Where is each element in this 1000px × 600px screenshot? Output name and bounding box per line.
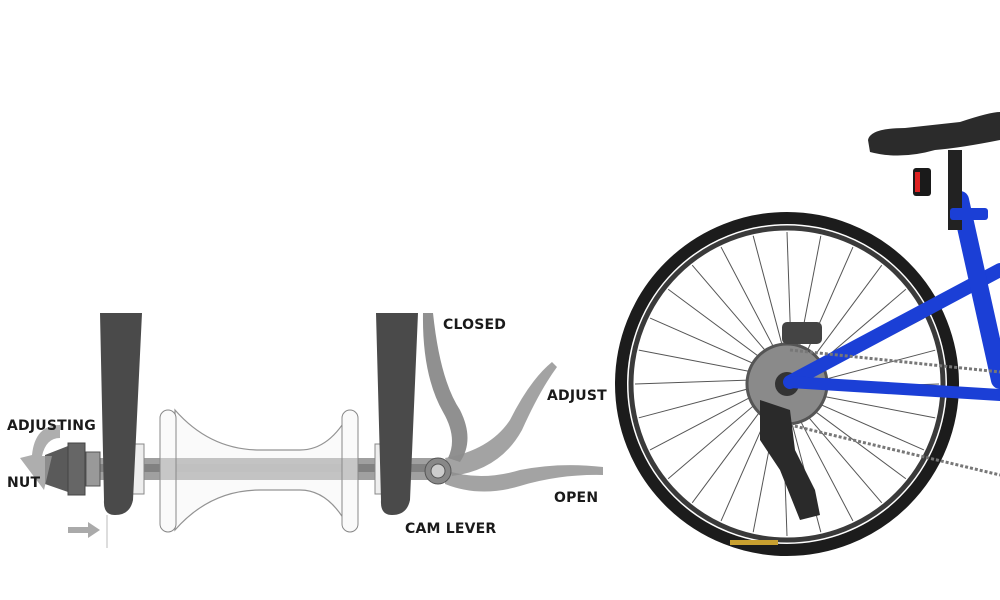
disc-brake-caliper: [782, 322, 822, 344]
bike-frame: [783, 191, 1000, 401]
fork-dropout-left: [100, 313, 142, 515]
chain: [789, 348, 1000, 374]
rotation-arrow-icon: [20, 425, 60, 490]
label-adjusting-nut-line1: ADJUSTING: [7, 418, 96, 434]
cam-lever-closed: [422, 313, 468, 462]
fork-dropout-right: [376, 313, 418, 515]
label-closed: CLOSED: [443, 317, 507, 333]
cam-lever-open: [445, 465, 603, 492]
bicycle-rear: [615, 112, 1000, 556]
saddle: [868, 112, 1000, 156]
cam-lever-adjust: [445, 362, 557, 476]
hub-diagram: [20, 313, 603, 548]
label-adjusting-nut-line2: NUT: [7, 475, 41, 491]
label-open: OPEN: [554, 490, 599, 506]
label-adjusting-nut: ADJUSTING NUT: [7, 379, 96, 512]
rear-derailleur: [760, 400, 820, 520]
push-arrow-icon: [68, 522, 100, 538]
hub-flange-left: [159, 409, 177, 533]
label-adjust: ADJUST: [547, 388, 607, 404]
hub-flange-right: [341, 409, 359, 533]
label-cam-lever: CAM LEVER: [405, 521, 497, 537]
